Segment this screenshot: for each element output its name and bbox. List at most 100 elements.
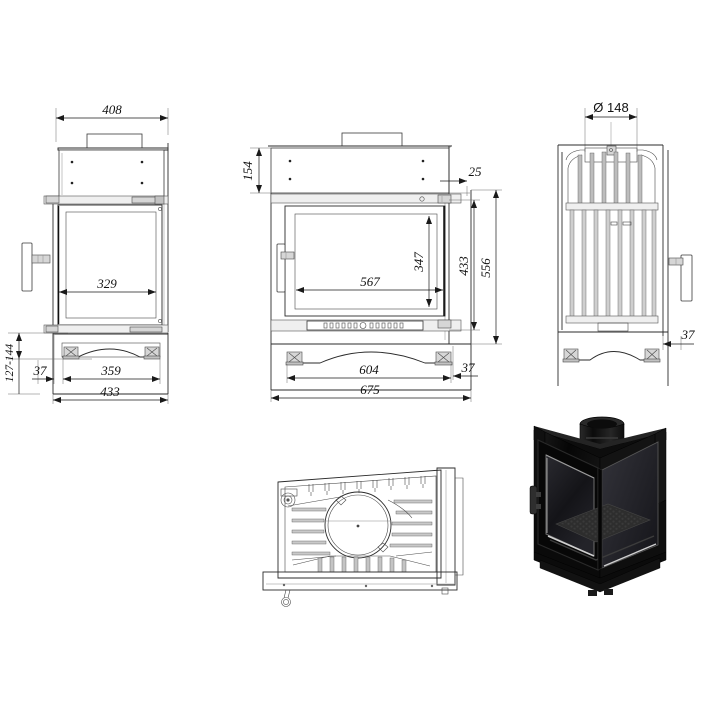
left-foot-1 (62, 346, 80, 360)
dim-left-433: 433 (52, 384, 169, 404)
top-band-dot-1 (282, 583, 286, 587)
left-hood-bolt-4 (140, 181, 144, 185)
render-plinth-lower (539, 557, 661, 593)
dim-left-329: 329 (59, 276, 156, 295)
render-foot-1 (588, 590, 597, 596)
dim-label-347: 347 (411, 252, 426, 273)
dim-label-408: 408 (102, 102, 122, 117)
left-latch-bottom-left (45, 325, 59, 333)
front-hood-body (270, 147, 450, 194)
dim-label-675: 675 (360, 382, 380, 397)
right-flue-damper (606, 145, 617, 156)
view-top (262, 467, 464, 607)
front-base-arch (295, 351, 450, 364)
top-flue-ring-inner (327, 494, 389, 556)
dim-label-37-left: 37 (33, 363, 48, 378)
left-top-rail (43, 195, 169, 205)
left-hood-bolt-3 (70, 181, 74, 185)
left-base-band (61, 342, 161, 358)
render-glass-highlight-bottom (547, 535, 595, 557)
front-foot-2 (434, 351, 453, 366)
right-hood-curve-r (637, 149, 658, 161)
dim-label-567: 567 (360, 274, 380, 289)
top-grate-outline (292, 555, 431, 567)
render-flue-bore (587, 419, 617, 429)
left-hood-body (58, 149, 165, 199)
top-body-plate (277, 469, 442, 579)
dim-left-408: 408 (55, 102, 169, 142)
front-hood-bolt-4 (421, 177, 425, 181)
top-band-dot-3 (430, 584, 434, 588)
dim-label-127-144: 127-144 (4, 344, 16, 383)
top-front-band (262, 571, 458, 591)
right-bar-tag-2 (622, 221, 632, 226)
left-door-glass (65, 211, 157, 319)
front-hood-bolt-2 (288, 177, 292, 181)
top-guide-1 (287, 496, 341, 507)
dim-right-37: 37 (662, 327, 696, 350)
view-left-side: 408 329 (4, 102, 169, 404)
dim-left-359: 359 (62, 359, 161, 384)
render-center-mullion (597, 467, 603, 571)
dim-left-37: 37 (32, 335, 55, 384)
left-latch-bottom-right (129, 326, 163, 333)
render-handle-mount-top (536, 492, 541, 497)
dim-front-567: 567 (296, 274, 443, 293)
top-hinge-roller (280, 488, 298, 508)
dim-label-37-front: 37 (461, 360, 476, 375)
right-door-handle (680, 254, 693, 302)
right-base-arch (570, 351, 658, 361)
dim-label-329: 329 (96, 276, 117, 291)
front-hood-bolt-3 (421, 159, 425, 163)
render-handle-mount-bottom (536, 504, 541, 509)
left-hinge-pin-bottom (158, 319, 162, 323)
dim-label-433-front: 433 (456, 256, 471, 276)
dim-label-433: 433 (100, 384, 120, 399)
left-door-handle (21, 242, 33, 292)
top-guide-3 (395, 551, 433, 557)
front-air-knob (419, 196, 425, 202)
left-flue-cap (86, 133, 143, 149)
render-top-deck-highlight (534, 426, 666, 449)
dim-label-25: 25 (469, 164, 483, 179)
right-bottom-rail (565, 315, 659, 324)
render-grate-pattern (560, 506, 646, 539)
left-hood-bolt-1 (70, 160, 74, 164)
top-right-flange (455, 477, 464, 576)
left-foot-2 (143, 346, 161, 360)
view-right-side: Ø 148 (557, 100, 696, 386)
front-hinge-bottom (437, 319, 452, 329)
front-top-rail (270, 193, 462, 204)
render-grate-lip (549, 535, 655, 561)
front-hood-bolt-1 (288, 159, 292, 163)
right-bar-tag-1 (610, 221, 618, 226)
right-foot-1 (562, 348, 580, 363)
front-door-handle (276, 243, 286, 293)
left-bottom-rail (43, 324, 169, 334)
front-foot-1 (285, 351, 304, 366)
front-door-glass (294, 213, 438, 310)
dim-label-556: 556 (478, 258, 493, 278)
front-hood-chamfer (448, 145, 453, 149)
dim-label-154: 154 (240, 161, 255, 181)
render-foot-2 (604, 589, 613, 595)
dim-front-675: 675 (270, 382, 472, 402)
right-foot-2 (643, 348, 661, 363)
dim-front-604: 604 (286, 362, 452, 383)
dim-front-433: 433 (449, 199, 480, 331)
left-hinge-top (154, 195, 165, 205)
right-flue-center-dot (609, 148, 613, 152)
front-air-control-knob (359, 322, 367, 329)
top-ring-clip-2 (377, 542, 389, 553)
render-glass-highlight-top (545, 454, 595, 479)
top-grate-bars (317, 556, 407, 573)
dim-label-37-right: 37 (681, 327, 696, 342)
right-hood-curve-l (565, 149, 585, 161)
dim-front-37: 37 (452, 346, 478, 380)
dim-label-359: 359 (100, 363, 121, 378)
product-render (529, 416, 667, 596)
top-right-slab (436, 467, 456, 586)
front-air-vent-slots (323, 322, 404, 329)
